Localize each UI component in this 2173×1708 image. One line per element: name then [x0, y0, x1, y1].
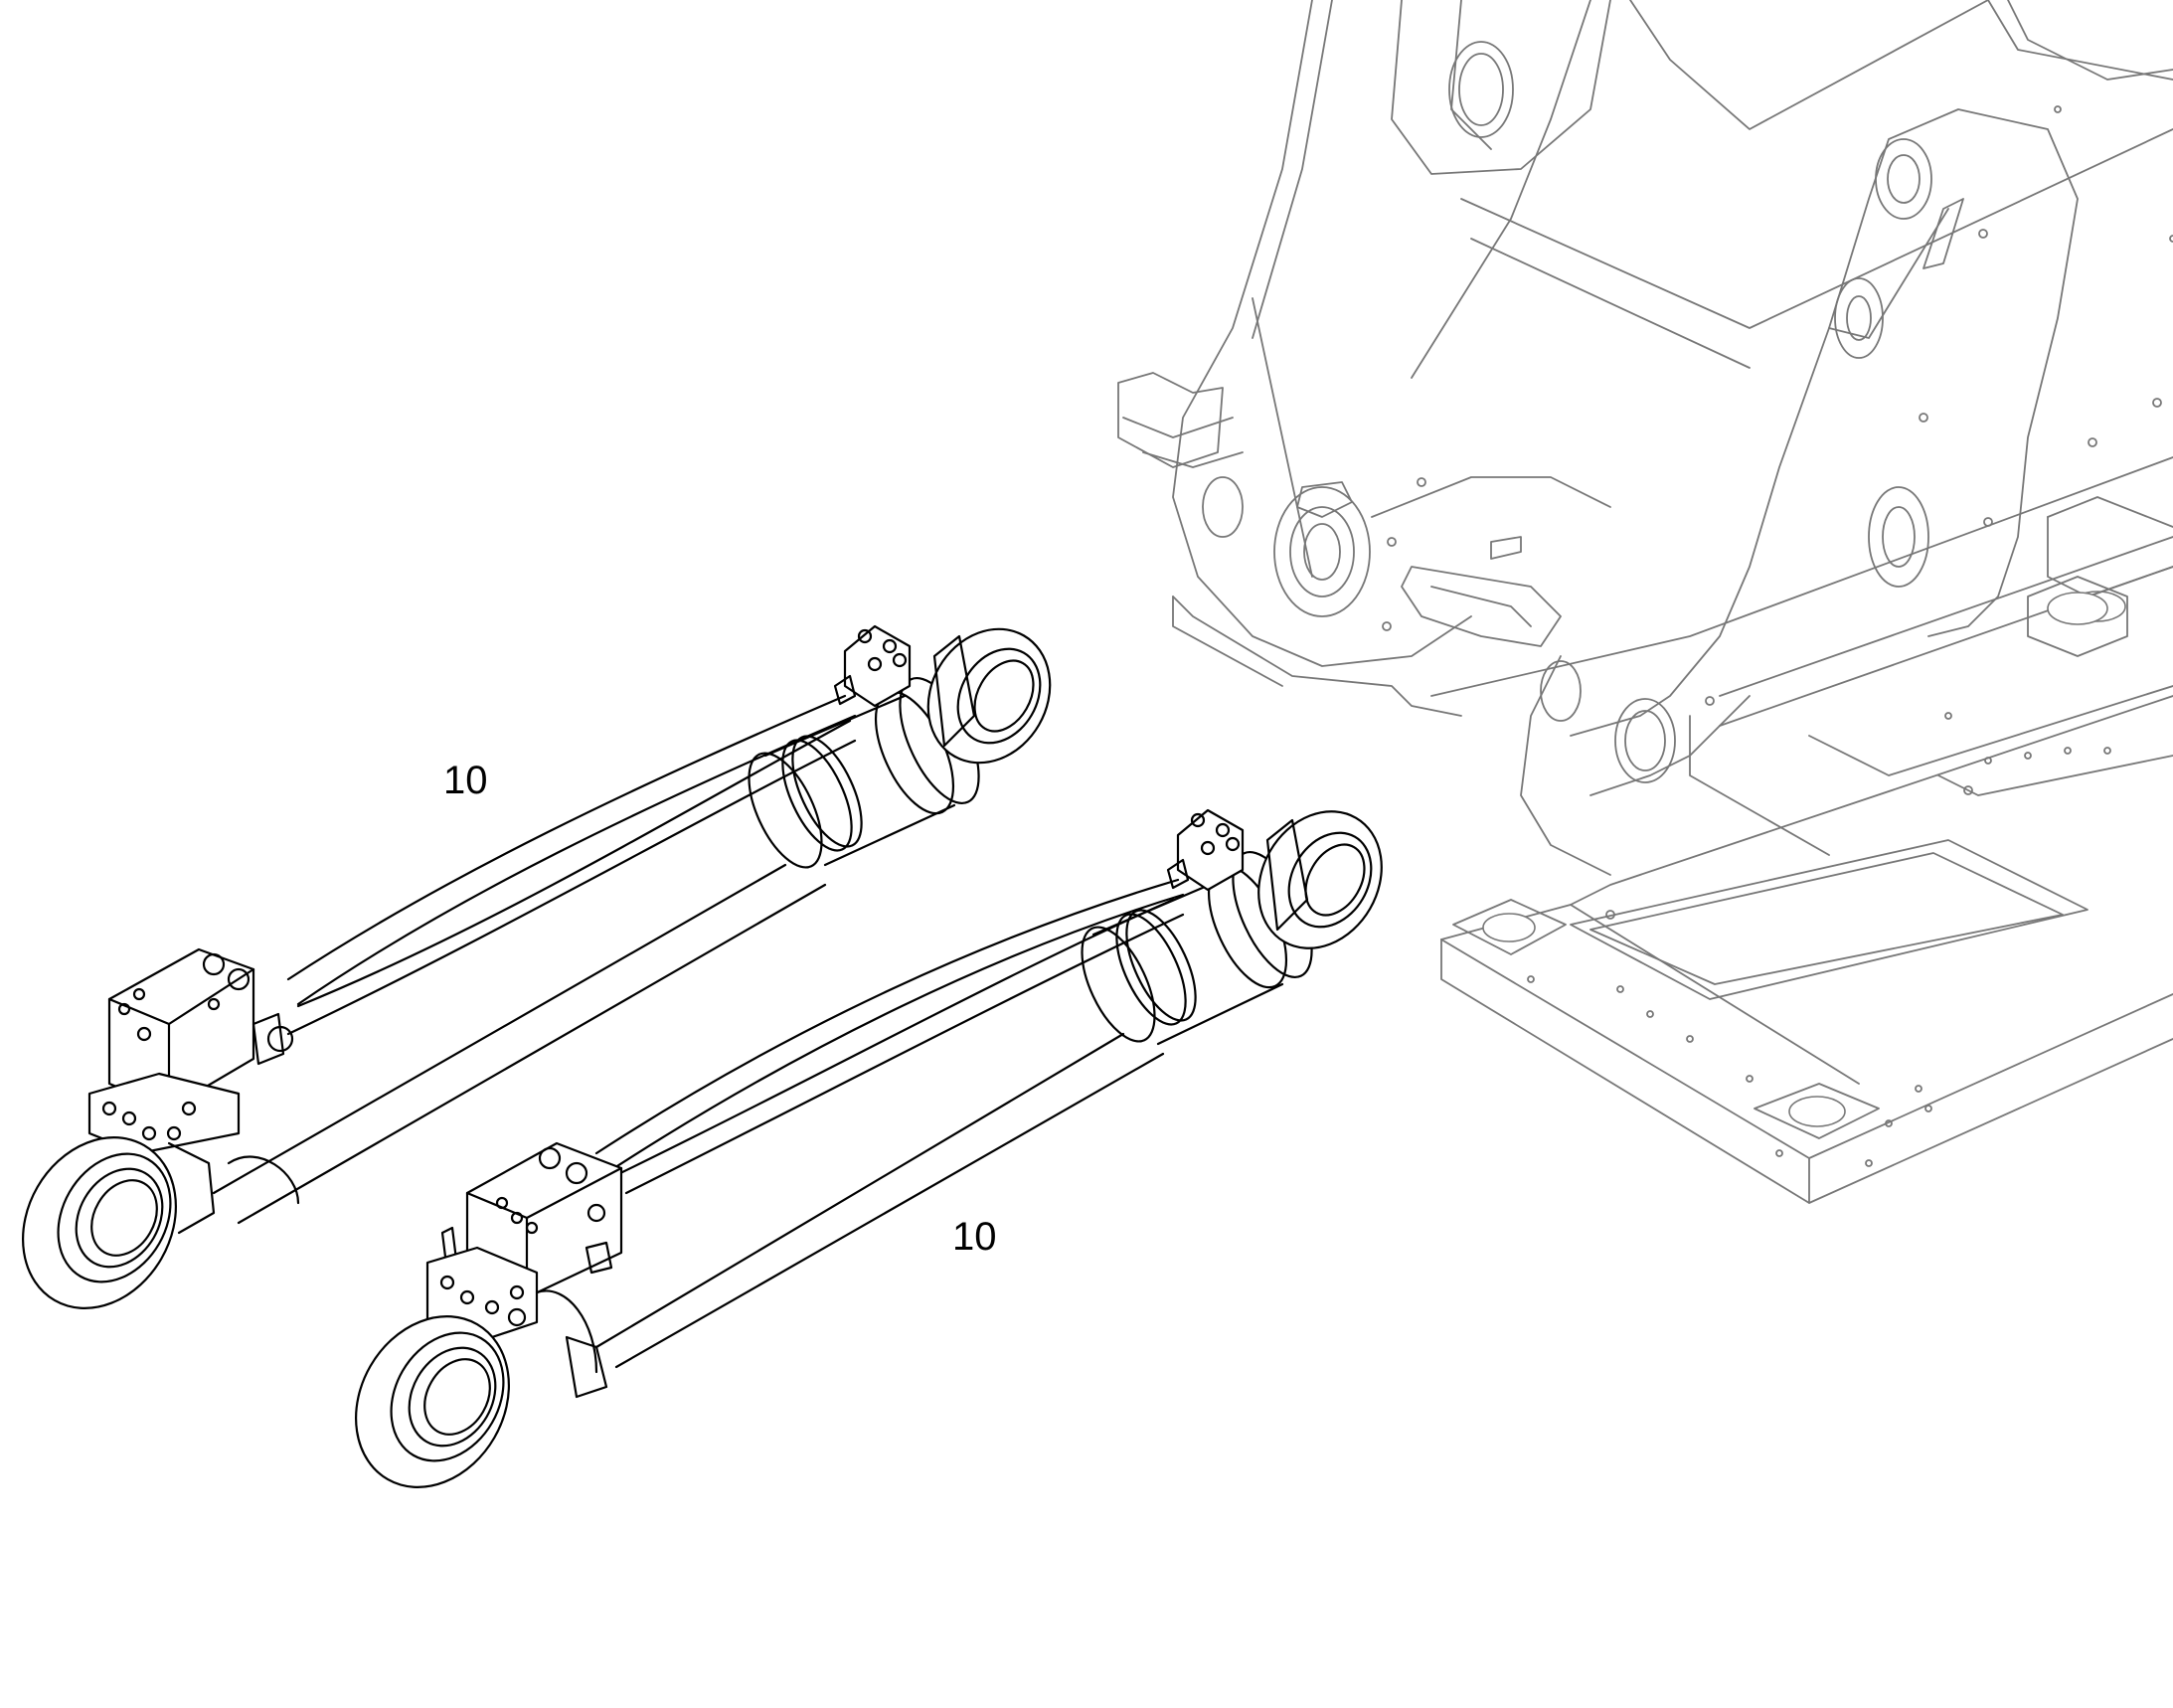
callout-label-upper: 10	[443, 759, 488, 802]
upper-hydraulic-cylinder	[22, 624, 1052, 1309]
machine-frame	[1117, 0, 2173, 1204]
callout-label-lower: 10	[952, 1215, 997, 1259]
lower-hydraulic-cylinder	[355, 808, 1383, 1488]
